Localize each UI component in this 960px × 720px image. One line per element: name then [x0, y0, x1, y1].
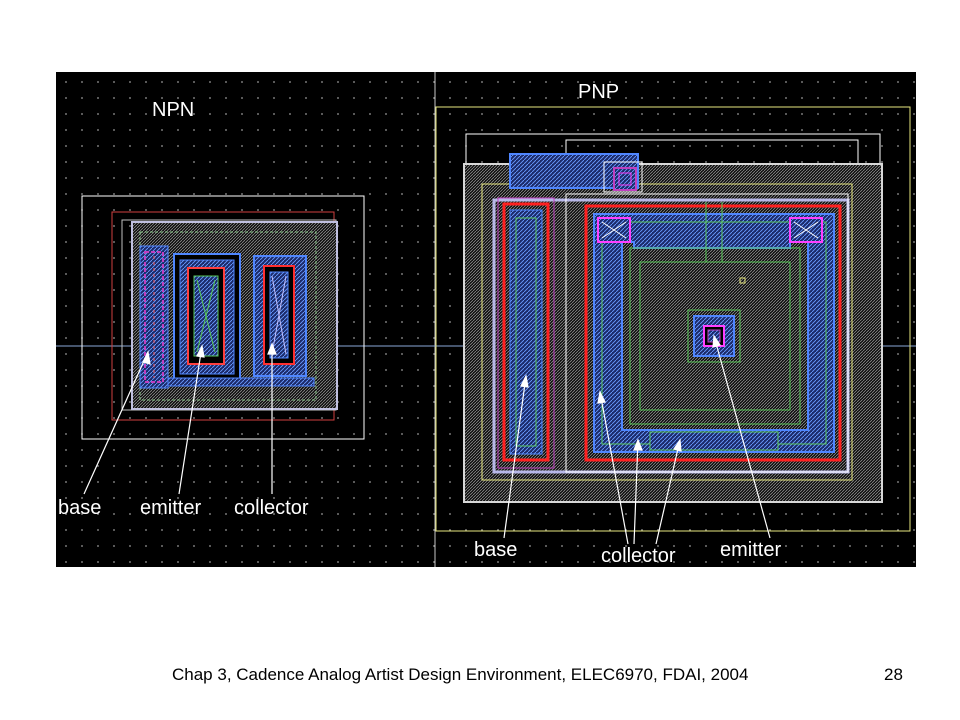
pnp-collector-ring — [584, 204, 842, 462]
npn-collector-arrow — [267, 342, 277, 494]
npn-collector-region — [253, 255, 307, 377]
pnp-collector-label: collector — [601, 545, 676, 567]
npn-emitter-label: emitter — [140, 497, 202, 519]
footer-caption: Chap 3, Cadence Analog Artist Design Env… — [172, 665, 749, 684]
pnp-title: PNP — [578, 81, 620, 103]
npn-collector-label: collector — [234, 497, 309, 519]
npn-emitter-arrow — [178, 344, 205, 495]
pnp-collector-arrow-mid — [633, 438, 643, 545]
pnp-emitter-label: emitter — [720, 539, 782, 561]
npn-base-contact — [139, 245, 169, 389]
pnp-emitter-arrow — [712, 334, 771, 539]
pnp-collector-arrow-left — [597, 390, 629, 545]
npn-base-arrow — [83, 350, 151, 495]
callout-lines — [83, 334, 771, 545]
pnp-base-arrow — [503, 374, 529, 539]
npn-base-label: base — [58, 497, 102, 519]
pnp-device — [435, 106, 911, 532]
layout-canvas: NPN PNP base emitter collector base coll… — [56, 72, 916, 567]
npn-emitter-region — [173, 253, 241, 381]
pnp-base-label: base — [474, 539, 518, 561]
layout-drawing — [56, 72, 916, 567]
npn-title: NPN — [152, 99, 195, 121]
npn-device — [81, 195, 365, 440]
page-number: 28 — [884, 665, 903, 684]
pnp-collector-arrow-right — [655, 438, 682, 545]
pnp-base-contact — [497, 197, 555, 469]
